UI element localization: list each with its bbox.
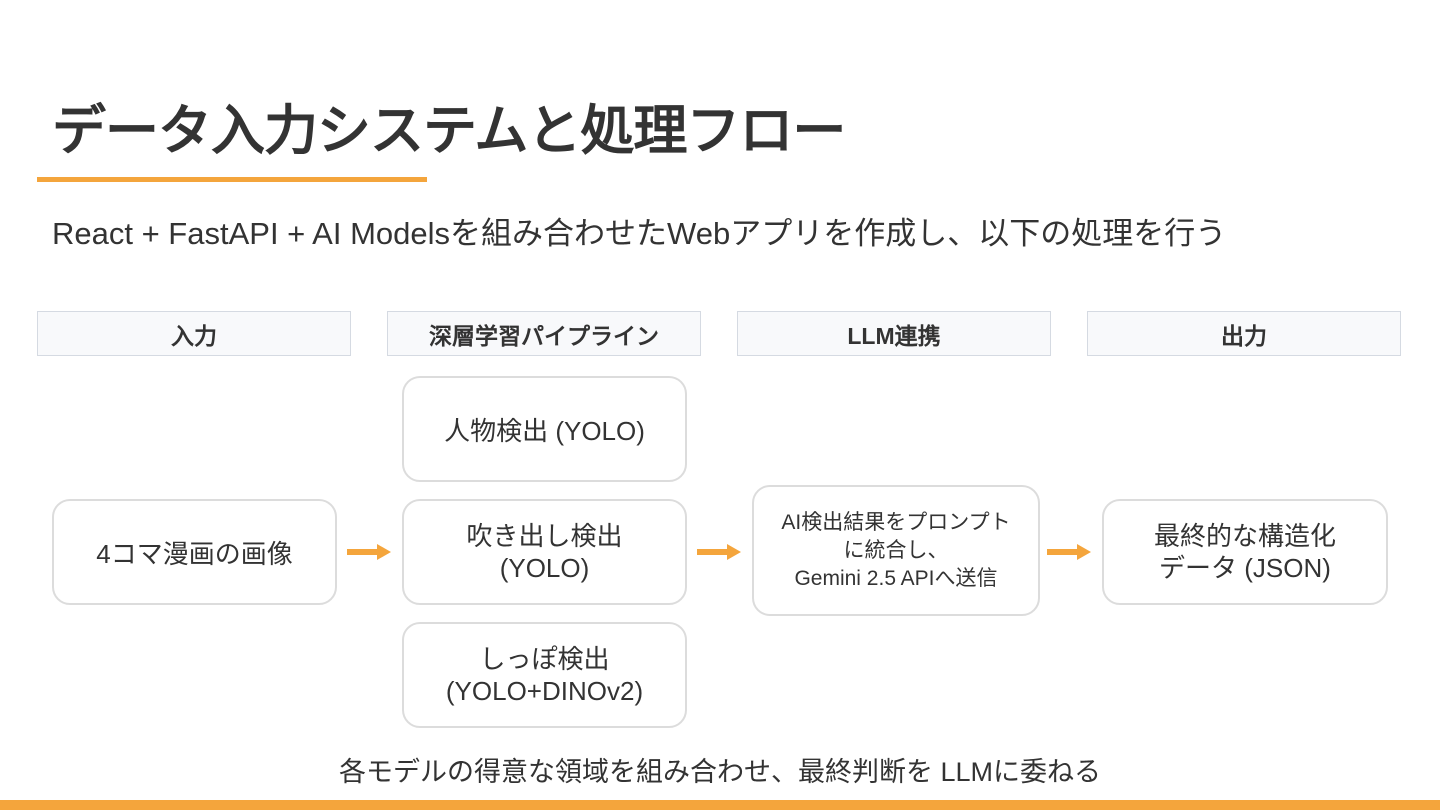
input-image-node: 4コマ漫画の画像	[52, 499, 337, 605]
column-header-output: 出力	[1087, 311, 1401, 356]
input-image-label: 4コマ漫画の画像	[96, 538, 293, 569]
slide-subtitle: React + FastAPI + AI Modelsを組み合わせたWebアプリ…	[52, 216, 1227, 251]
speech-bubble-detection-label: 吹き出し検出 (YOLO)	[466, 521, 623, 583]
tail-detection-label: しっぽ検出 (YOLO+DINOv2)	[445, 644, 644, 706]
llm-prompt-node: AI検出結果をプロンプト に統合し、 Gemini 2.5 APIへ送信	[752, 485, 1040, 616]
speech-bubble-detection-node: 吹き出し検出 (YOLO)	[402, 499, 687, 605]
title-underline	[37, 177, 427, 182]
arrow-right-icon	[697, 544, 741, 560]
slide-title: データ入力システムと処理フロー	[52, 101, 846, 161]
footer-note: 各モデルの得意な領域を組み合わせ、最終判断を LLMに委ねる	[338, 757, 1102, 787]
bottom-accent-bar	[0, 800, 1440, 810]
arrow-right-icon	[347, 544, 391, 560]
arrow-right-icon	[1047, 544, 1091, 560]
column-header-input: 入力	[37, 311, 351, 356]
person-detection-node: 人物検出 (YOLO)	[402, 376, 687, 482]
structured-output-label: 最終的な構造化 データ (JSON)	[1153, 521, 1336, 583]
column-header-pipeline: 深層学習パイプライン	[387, 311, 701, 356]
llm-prompt-label: AI検出結果をプロンプト に統合し、 Gemini 2.5 APIへ送信	[781, 510, 1011, 590]
tail-detection-node: しっぽ検出 (YOLO+DINOv2)	[402, 622, 687, 728]
column-header-llm: LLM連携	[737, 311, 1051, 356]
person-detection-label: 人物検出 (YOLO)	[444, 415, 645, 446]
structured-output-node: 最終的な構造化 データ (JSON)	[1102, 499, 1388, 605]
